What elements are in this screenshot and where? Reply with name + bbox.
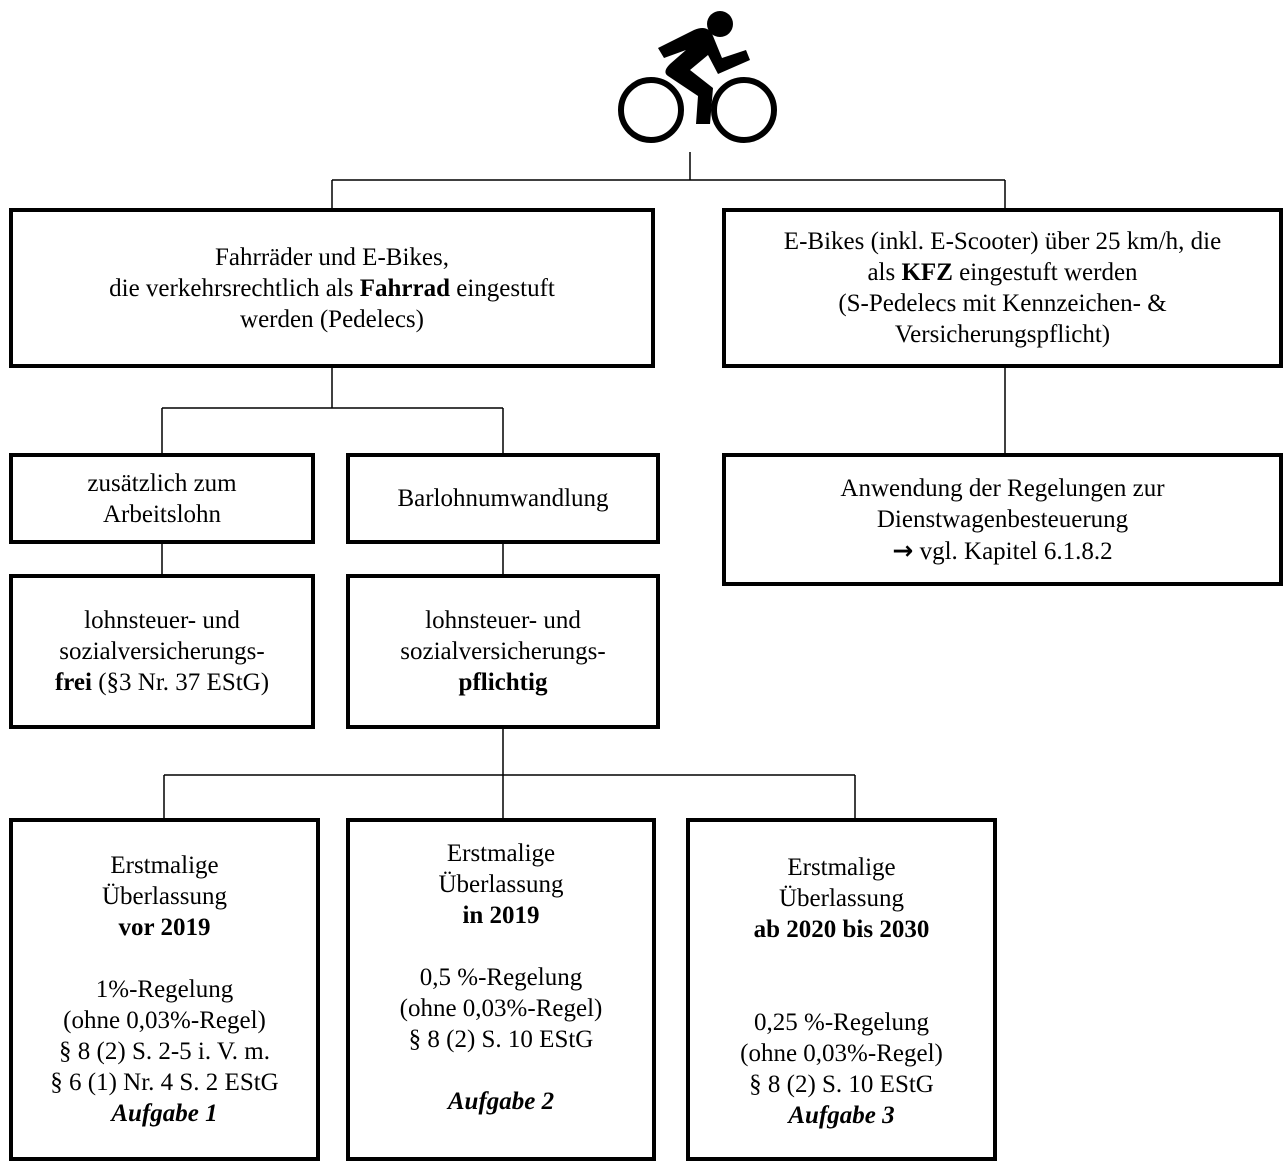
frei-line-3: frei (§3 Nr. 37 EStG) [54, 669, 270, 696]
dienstwagen-line-2: Dienstwagenbesteuerung [876, 505, 1129, 533]
in-2019-period: in 2019 [462, 902, 540, 929]
dienstwagen-line-3: → vgl. Kapitel 6.1.8.2 [892, 535, 1113, 565]
ab-2020-task: Aufgabe 3 [788, 1102, 895, 1129]
barlohn-label: Barlohnumwandlung [397, 485, 609, 512]
ab-2020-box: Erstmalige Überlassung ab 2020 bis 2030 … [686, 818, 997, 1161]
zusaetzlich-line-2: Arbeitslohn [102, 500, 222, 528]
vor-2019-period: vor 2019 [118, 914, 211, 941]
ab-2020-line-1: Erstmalige [787, 854, 896, 881]
kfz-line-2: als KFZ eingestuft werden [867, 259, 1138, 286]
pedelec-line-1: Fahrräder und E-Bikes, [215, 243, 449, 271]
barlohn-box: Barlohnumwandlung [346, 453, 660, 544]
pflichtig-line-3: pflichtig [458, 669, 548, 696]
dienstwagen-line-1: Anwendung der Regelungen zur [840, 474, 1165, 502]
vor-2019-box: Erstmalige Überlassung vor 2019 1%-Regel… [9, 818, 320, 1161]
ab-2020-line-2: Überlassung [779, 885, 904, 912]
pflichtig-line-2: sozialversicherungs- [400, 638, 606, 665]
zusaetzlich-line-1: zusätzlich zum [87, 469, 237, 497]
in-2019-line-1: Erstmalige [446, 840, 556, 867]
pedelec-category-box: Fahrräder und E-Bikes, die verkehrsrecht… [9, 208, 655, 368]
ab-2020-note: (ohne 0,03%-Regel) [740, 1040, 943, 1067]
vor-2019-task: Aufgabe 1 [111, 1100, 218, 1127]
vor-2019-law-1: § 8 (2) S. 2-5 i. V. m. [59, 1038, 270, 1065]
vor-2019-line-1: Erstmalige [110, 852, 219, 879]
kfz-line-3: (S-Pedelecs mit Kennzeichen- & [838, 290, 1167, 317]
kfz-category-box: E-Bikes (inkl. E-Scooter) über 25 km/h, … [722, 208, 1283, 368]
kfz-line-4: Versicherungspflicht) [894, 321, 1111, 348]
zusaetzlich-box: zusätzlich zum Arbeitslohn [9, 453, 315, 544]
in-2019-note: (ohne 0,03%-Regel) [399, 995, 603, 1022]
in-2019-task: Aufgabe 2 [447, 1088, 555, 1115]
vor-2019-line-2: Überlassung [102, 883, 227, 910]
pedelec-line-2: die verkehrsrechtlich als Fahrrad einges… [109, 274, 555, 302]
frei-box: lohnsteuer- und sozialversicherungs- fre… [9, 574, 315, 729]
in-2019-box: Erstmalige Überlassung in 2019 0,5 %-Reg… [346, 818, 656, 1161]
pflichtig-line-1: lohnsteuer- und [425, 607, 581, 634]
vor-2019-note: (ohne 0,03%-Regel) [63, 1007, 266, 1034]
pflichtig-box: lohnsteuer- und sozialversicherungs- pfl… [346, 574, 660, 729]
vor-2019-rule: 1%-Regelung [95, 976, 234, 1003]
fahrrad-bold: Fahrrad [359, 274, 451, 302]
ab-2020-period: ab 2020 bis 2030 [753, 916, 930, 943]
dienstwagen-box: Anwendung der Regelungen zur Dienstwagen… [722, 453, 1283, 586]
ab-2020-rule: 0,25 %-Regelung [754, 1009, 929, 1036]
in-2019-law-1: § 8 (2) S. 10 EStG [408, 1026, 594, 1053]
kfz-bold: KFZ [901, 259, 953, 286]
arrow-right-icon: → [892, 535, 914, 565]
vor-2019-law-2: § 6 (1) Nr. 4 S. 2 EStG [50, 1069, 279, 1096]
in-2019-line-2: Überlassung [438, 871, 564, 898]
frei-line-2: sozialversicherungs- [59, 638, 265, 665]
ab-2020-law-1: § 8 (2) S. 10 EStG [749, 1071, 934, 1098]
cyclist-icon [618, 11, 777, 143]
frei-line-1: lohnsteuer- und [84, 607, 240, 634]
kfz-line-1: E-Bikes (inkl. E-Scooter) über 25 km/h, … [783, 228, 1222, 255]
in-2019-rule: 0,5 %-Regelung [419, 964, 583, 991]
pedelec-line-3: werden (Pedelecs) [240, 305, 424, 333]
